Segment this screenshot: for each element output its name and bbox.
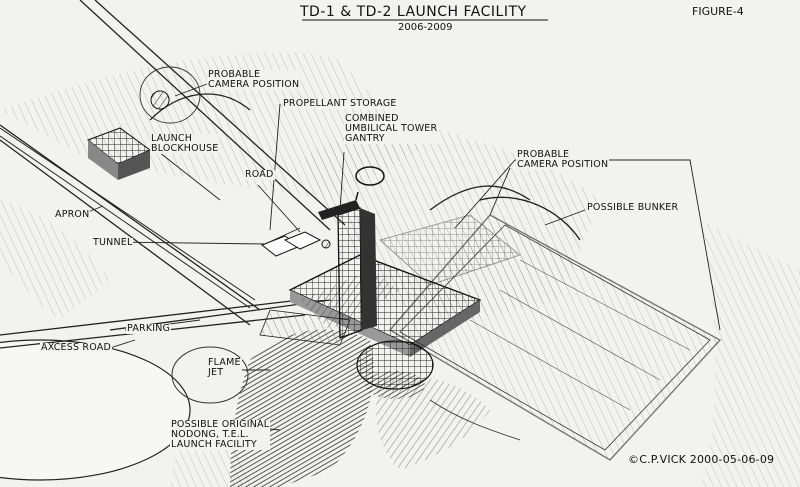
label-line: PROBABLE xyxy=(208,69,261,80)
label-line: PROBABLE xyxy=(517,149,570,160)
label-line: NODONG, T.E.L. xyxy=(171,429,249,440)
label-launch-blockhouse: LAUNCH BLOCKHOUSE xyxy=(150,133,220,154)
label-parking: PARKING xyxy=(126,323,172,334)
label-tunnel: TUNNEL xyxy=(92,237,134,248)
figure-title: TD-1 & TD-2 LAUNCH FACILITY xyxy=(300,4,527,20)
label-possible-original: POSSIBLE ORIGINAL NODONG, T.E.L. LAUNCH … xyxy=(170,419,271,450)
label-line: LAUNCH xyxy=(151,133,193,144)
propellant-storage xyxy=(261,231,331,257)
circular-pad xyxy=(0,339,191,481)
rectangular-compound xyxy=(378,214,722,461)
label-line: COMBINED xyxy=(345,113,399,124)
label-line: JET xyxy=(208,367,224,378)
label-line: POSSIBLE ORIGINAL xyxy=(171,419,270,430)
label-line: GANTRY xyxy=(345,133,385,144)
launch-blockhouse xyxy=(87,127,151,180)
label-line: CAMERA POSITION xyxy=(208,79,300,90)
figure-number: FIGURE-4 xyxy=(692,5,744,18)
label-possible-bunker: POSSIBLE BUNKER xyxy=(586,202,680,213)
label-line: BLOCKHOUSE xyxy=(151,143,219,154)
credit-line: ©C.P.VICK 2000-05-06-09 xyxy=(628,453,775,466)
label-probable-camera-2: PROBABLE CAMERA POSITION xyxy=(516,149,610,170)
label-apron: APRON xyxy=(54,209,91,220)
label-flame-jet: FLAME JET xyxy=(207,358,242,378)
camera-position-1 xyxy=(139,66,201,124)
ring-structure xyxy=(355,166,385,186)
label-line: CAMERA POSITION xyxy=(517,159,609,170)
umbilical-tower xyxy=(318,191,377,339)
figure-years: 2006-2009 xyxy=(398,22,453,33)
label-line: LAUNCH FACILITY xyxy=(171,439,257,450)
label-probable-camera-1: PROBABLE CAMERA POSITION xyxy=(207,69,301,90)
label-line: FLAME xyxy=(208,357,241,368)
label-propellant-storage: PROPELLANT STORAGE xyxy=(282,98,398,109)
label-axcess-road: AXCESS ROAD xyxy=(40,342,112,353)
label-line: UMBILICAL TOWER xyxy=(345,123,438,134)
label-combined-tower: COMBINED UMBILICAL TOWER GANTRY xyxy=(344,113,439,144)
label-road: ROAD xyxy=(244,169,275,180)
rail-line xyxy=(0,127,256,309)
flame-trench xyxy=(356,340,434,399)
